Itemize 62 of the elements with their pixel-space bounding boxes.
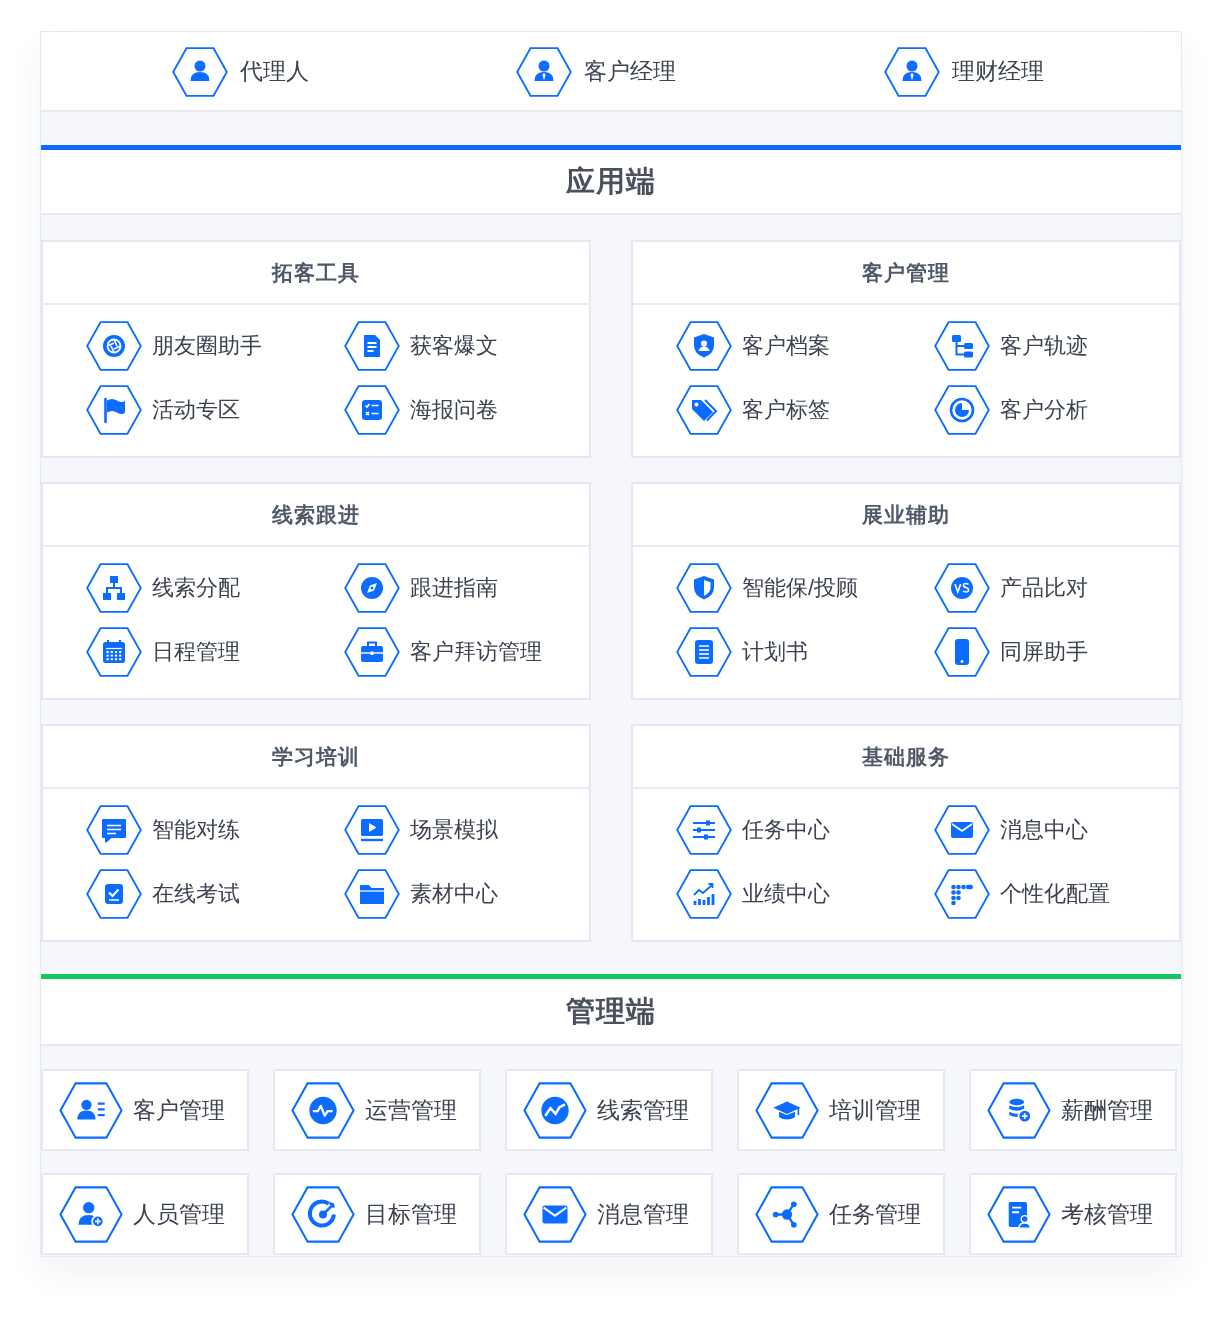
feature-label: 客户档案 xyxy=(742,332,830,360)
role-label: 客户经理 xyxy=(584,57,676,86)
feature-label: 线索分配 xyxy=(152,574,240,602)
category-panel xyxy=(631,240,1181,458)
feature-label: 日程管理 xyxy=(152,638,240,666)
feature-label: 活动专区 xyxy=(152,396,240,424)
module-card xyxy=(737,1173,945,1255)
panel-heading: 线索跟进 xyxy=(43,484,589,547)
module-card xyxy=(505,1173,713,1255)
feature-label: 素材中心 xyxy=(410,880,498,908)
module-card xyxy=(273,1173,481,1255)
feature-label: 客户轨迹 xyxy=(1000,332,1088,360)
feature-label: 在线考试 xyxy=(152,880,240,908)
panel-heading: 展业辅助 xyxy=(633,484,1179,547)
module-card xyxy=(969,1069,1177,1151)
role-label: 理财经理 xyxy=(952,57,1044,86)
module-label: 线索管理 xyxy=(597,1096,689,1125)
panel-heading: 基础服务 xyxy=(633,726,1179,789)
feature-label: 计划书 xyxy=(742,638,808,666)
panel-heading: 客户管理 xyxy=(633,242,1179,305)
module-card xyxy=(505,1069,713,1151)
category-panel xyxy=(41,240,591,458)
module-card xyxy=(41,1173,249,1255)
category-panel xyxy=(631,482,1181,700)
feature-label: 消息中心 xyxy=(1000,816,1088,844)
module-card xyxy=(969,1173,1177,1255)
module-label: 任务管理 xyxy=(829,1200,921,1229)
feature-label: 智能对练 xyxy=(152,816,240,844)
panel-heading: 学习培训 xyxy=(43,726,589,789)
role-label: 代理人 xyxy=(240,57,309,86)
module-card xyxy=(273,1069,481,1151)
feature-label: 海报问卷 xyxy=(410,396,498,424)
feature-label: 客户分析 xyxy=(1000,396,1088,424)
feature-label: 业绩中心 xyxy=(742,880,830,908)
feature-label: 产品比对 xyxy=(1000,574,1088,602)
feature-label: 个性化配置 xyxy=(1000,880,1110,908)
section-header: 应用端 xyxy=(41,145,1181,215)
feature-label: 客户拜访管理 xyxy=(410,638,542,666)
category-panel xyxy=(41,482,591,700)
feature-label: 任务中心 xyxy=(742,816,830,844)
category-panel xyxy=(41,724,591,942)
feature-label: 获客爆文 xyxy=(410,332,498,360)
feature-label: 跟进指南 xyxy=(410,574,498,602)
module-card xyxy=(41,1069,249,1151)
feature-label: 智能保/投顾 xyxy=(742,574,859,602)
panel-heading: 拓客工具 xyxy=(43,242,589,305)
module-label: 培训管理 xyxy=(829,1096,921,1125)
feature-label: 朋友圈助手 xyxy=(152,332,262,360)
feature-label: 客户标签 xyxy=(742,396,830,424)
feature-label: 场景模拟 xyxy=(410,816,498,844)
category-panel xyxy=(631,724,1181,942)
module-label: 考核管理 xyxy=(1061,1200,1153,1229)
module-label: 客户管理 xyxy=(133,1096,225,1125)
module-label: 目标管理 xyxy=(365,1200,457,1229)
feature-label: 同屏助手 xyxy=(1000,638,1088,666)
section-header: 管理端 xyxy=(41,974,1181,1046)
role-bar xyxy=(41,32,1181,112)
module-label: 消息管理 xyxy=(597,1200,689,1229)
module-label: 薪酬管理 xyxy=(1061,1096,1153,1125)
module-label: 人员管理 xyxy=(133,1200,225,1229)
module-card xyxy=(737,1069,945,1151)
module-label: 运营管理 xyxy=(365,1096,457,1125)
